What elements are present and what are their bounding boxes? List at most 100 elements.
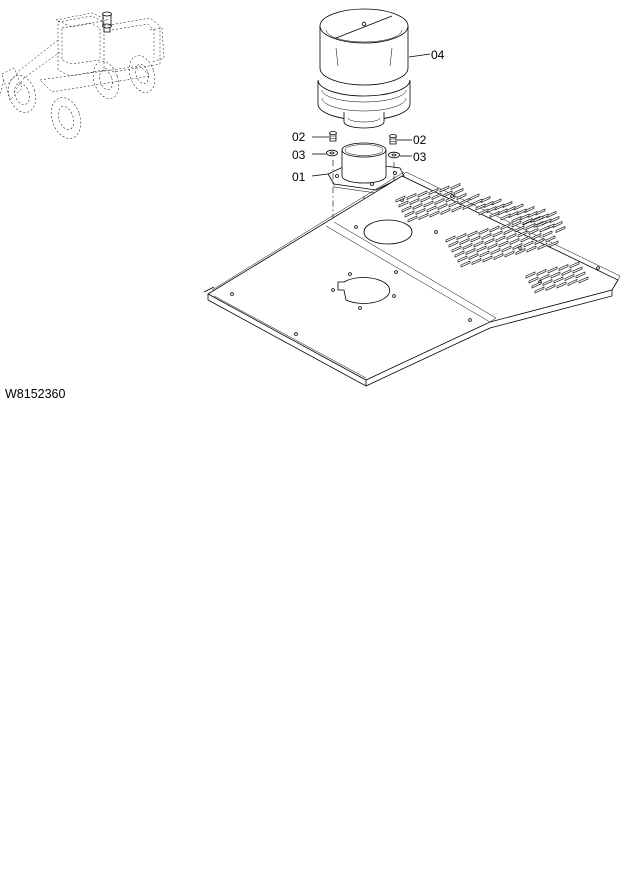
vent-slot: [439, 185, 450, 193]
vent-slot: [549, 215, 560, 223]
vent-slot: [398, 200, 409, 208]
vent-slot: [517, 230, 528, 238]
vent-slot: [450, 182, 461, 190]
vent-slot: [484, 237, 495, 245]
vent-slot: [569, 261, 580, 269]
adapter-flange-part-01: [327, 142, 405, 194]
vent-slot: [534, 237, 545, 245]
callout-01: 01: [292, 170, 306, 184]
vent-slot: [516, 208, 527, 216]
vent-slot: [527, 210, 538, 218]
vent-slot: [437, 202, 448, 210]
vent-slot: [395, 195, 406, 203]
vent-slot: [531, 232, 542, 240]
vent-slot: [575, 271, 586, 279]
vent-slot: [564, 273, 575, 281]
drawing-reference-code: W8152360: [5, 387, 66, 401]
vent-slot: [406, 192, 417, 200]
vent-slot: [454, 250, 465, 258]
vent-slot: [535, 208, 546, 216]
vent-slot: [451, 245, 462, 253]
vent-slot: [528, 276, 539, 284]
vent-slot: [478, 227, 489, 235]
vent-slot: [489, 225, 500, 233]
vent-slot: [534, 286, 545, 294]
vent-slot: [469, 193, 480, 201]
vent-slot: [471, 257, 482, 265]
vent-slot: [460, 260, 471, 268]
vent-slot: [467, 230, 478, 238]
vent-slot: [445, 235, 456, 243]
washer-left-part-03: [326, 149, 338, 157]
vent-slot: [431, 192, 442, 200]
vent-slot: [556, 281, 567, 289]
vent-slot: [552, 220, 563, 228]
vent-slot: [429, 210, 440, 218]
vent-slot: [404, 210, 415, 218]
vent-slot: [504, 250, 515, 258]
vent-slot: [498, 240, 509, 248]
vent-slot: [515, 247, 526, 255]
vent-slot: [483, 200, 494, 208]
vent-slot: [525, 271, 536, 279]
hood-ventilation-slots: [395, 182, 589, 294]
engine-hood-panel: [203, 171, 620, 387]
vent-slot: [470, 235, 481, 243]
vent-slot: [555, 225, 566, 233]
vent-slot: [489, 210, 500, 218]
vent-slot: [459, 197, 470, 205]
vent-slot: [412, 202, 423, 210]
vent-slot: [495, 235, 506, 243]
vent-slot: [490, 247, 501, 255]
vent-slot: [486, 205, 497, 213]
leader-line-01: [311, 173, 329, 177]
vent-slot: [545, 283, 556, 291]
vent-slot: [442, 190, 453, 198]
vent-slot: [481, 232, 492, 240]
vent-slot: [567, 278, 578, 286]
vent-slot: [512, 242, 523, 250]
vent-slot: [502, 200, 513, 208]
vent-slot: [462, 202, 473, 210]
vent-slot: [519, 213, 530, 221]
vent-slot: [457, 255, 468, 263]
vent-slot: [401, 205, 412, 213]
leader-line-04: [408, 53, 431, 58]
vent-slot: [468, 252, 479, 260]
vent-slot: [508, 210, 519, 218]
vent-slot: [493, 252, 504, 260]
vent-slot: [426, 205, 437, 213]
vent-slot: [448, 200, 459, 208]
vent-slot: [462, 242, 473, 250]
vent-slot: [420, 195, 431, 203]
washer-right-part-03: [388, 151, 400, 159]
vent-slot: [542, 230, 553, 238]
vent-slot: [417, 190, 428, 198]
vent-slot: [492, 230, 503, 238]
vent-slot: [511, 215, 522, 223]
vent-slot: [440, 207, 451, 215]
vent-slot: [513, 203, 524, 211]
callout-03-right: 03: [413, 150, 427, 164]
vent-slot: [558, 263, 569, 271]
vent-slot: [456, 192, 467, 200]
vent-slot: [445, 195, 456, 203]
vent-slot: [473, 240, 484, 248]
vent-slot: [459, 237, 470, 245]
vent-slot: [511, 220, 522, 228]
vent-slot: [537, 242, 548, 250]
vent-slot: [482, 255, 493, 263]
vent-slot: [453, 187, 464, 195]
vent-slot: [472, 198, 483, 206]
vent-slot: [578, 276, 589, 284]
vent-slot: [514, 225, 525, 233]
vent-slot: [523, 240, 534, 248]
vent-slot: [548, 240, 559, 248]
vent-slot: [536, 220, 547, 228]
vent-slot: [533, 215, 544, 223]
callout-02-left: 02: [292, 130, 306, 144]
vent-slot: [476, 245, 487, 253]
vent-slot: [448, 240, 459, 248]
vent-slot: [546, 210, 557, 218]
